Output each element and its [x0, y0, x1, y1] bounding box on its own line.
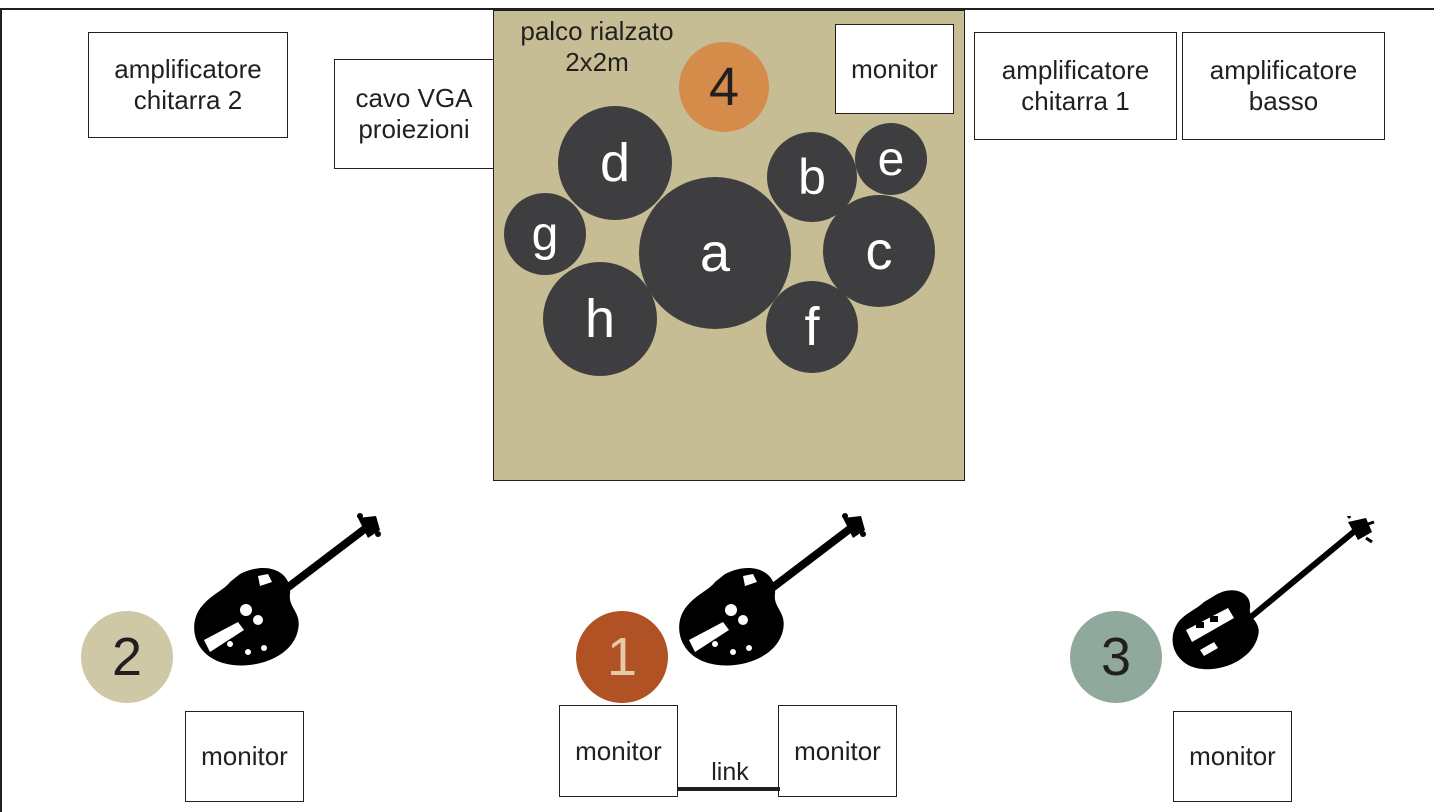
player-2-badge: 2 [81, 611, 173, 703]
monitor-player-1-left-box: monitor [559, 705, 678, 797]
electric-guitar-icon-2 [194, 513, 381, 666]
drum-g: g [504, 193, 586, 275]
monitor-player-1-right-box: monitor [778, 705, 897, 797]
drum-e: e [855, 123, 927, 195]
stage-monitor-box: monitor [835, 24, 954, 114]
drum-f: f [766, 281, 858, 373]
drum-h: h [543, 262, 657, 376]
stage-label: palco rialzato 2x2m [520, 16, 674, 77]
drum-a: a [639, 177, 791, 329]
amp-guitar-1-box: amplificatore chitarra 1 [974, 32, 1177, 140]
drum-c: c [823, 195, 935, 307]
electric-guitar-icon-1 [679, 513, 866, 666]
drum-b: b [767, 132, 857, 222]
drum-d: d [558, 106, 672, 220]
player-4-badge: 4 [679, 42, 769, 132]
violin-bass-icon-3 [1172, 516, 1375, 670]
diagram-frame [0, 8, 1434, 812]
amp-bass-box: amplificatore basso [1182, 32, 1385, 140]
amp-guitar-2-box: amplificatore chitarra 2 [88, 32, 288, 138]
monitor-link-cable [677, 787, 780, 791]
player-3-badge: 3 [1070, 611, 1162, 703]
monitor-link-label: link [711, 758, 749, 786]
player-1-badge: 1 [576, 611, 668, 703]
monitor-player-2-box: monitor [185, 711, 304, 802]
monitor-player-3-box: monitor [1173, 711, 1292, 802]
vga-cable-box: cavo VGA proiezioni [334, 59, 494, 169]
